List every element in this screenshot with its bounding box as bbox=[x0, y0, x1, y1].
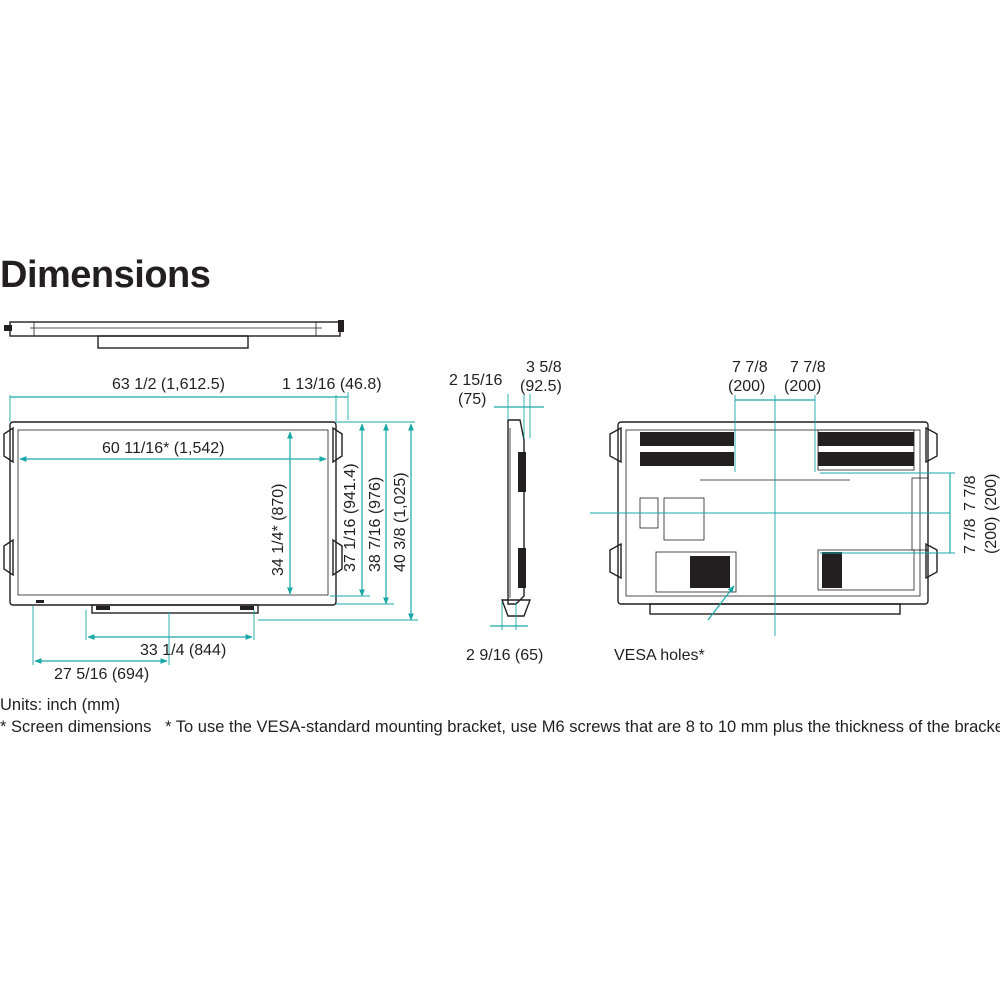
vesa-holes-label: VESA holes* bbox=[614, 647, 705, 664]
vesa-h-left-label: 7 7/8 bbox=[732, 359, 768, 376]
depth-a-mm: (75) bbox=[458, 391, 486, 408]
screen-height-label: 34 1/4* (870) bbox=[270, 483, 287, 576]
stand-depth-label: 2 9/16 (65) bbox=[466, 647, 543, 664]
height-a-label: 37 1/16 (941.4) bbox=[342, 463, 359, 572]
height-b-label: 38 7/16 (976) bbox=[367, 477, 384, 572]
side-depth-label: 1 13/16 (46.8) bbox=[282, 376, 382, 393]
side-dimensions bbox=[490, 394, 544, 630]
units-note: Units: inch (mm) bbox=[0, 696, 121, 714]
stand-width-label: 33 1/4 (844) bbox=[140, 642, 226, 659]
front-dimensions bbox=[9, 392, 418, 665]
screen-vesa-notes: * Screen dimensions * To use the VESA-st… bbox=[0, 716, 1000, 738]
overall-height-label: 40 3/8 (1,025) bbox=[392, 472, 409, 572]
side-view bbox=[500, 419, 532, 617]
stand-offset-label: 27 5/16 (694) bbox=[54, 666, 149, 683]
top-view bbox=[4, 320, 344, 349]
vesa-h-right-label: 7 7/8 bbox=[790, 359, 826, 376]
front-view bbox=[3, 421, 343, 614]
vesa-v-top-mm: (200) bbox=[983, 474, 1000, 511]
page-title: Dimensions bbox=[0, 254, 211, 296]
vesa-h-left-mm: (200) bbox=[728, 378, 765, 395]
rear-view bbox=[609, 421, 938, 615]
screen-width-label: 60 11/16* (1,542) bbox=[102, 440, 224, 457]
footnotes: Units: inch (mm) * Screen dimensions * T… bbox=[0, 694, 1000, 738]
rear-dimensions bbox=[590, 395, 955, 636]
depth-b-mm: (92.5) bbox=[520, 378, 562, 395]
vesa-note: * To use the VESA-standard mounting brac… bbox=[165, 718, 1000, 736]
vesa-v-bottom-mm: (200) bbox=[983, 517, 1000, 554]
depth-a-label: 2 15/16 bbox=[449, 372, 502, 389]
screen-note: * Screen dimensions bbox=[0, 718, 152, 736]
overall-width-label: 63 1/2 (1,612.5) bbox=[112, 376, 225, 393]
vesa-v-top-label: 7 7/8 bbox=[962, 475, 979, 511]
vesa-v-bottom-label: 7 7/8 bbox=[962, 518, 979, 554]
depth-b-label: 3 5/8 bbox=[526, 359, 562, 376]
vesa-h-right-mm: (200) bbox=[784, 378, 821, 395]
